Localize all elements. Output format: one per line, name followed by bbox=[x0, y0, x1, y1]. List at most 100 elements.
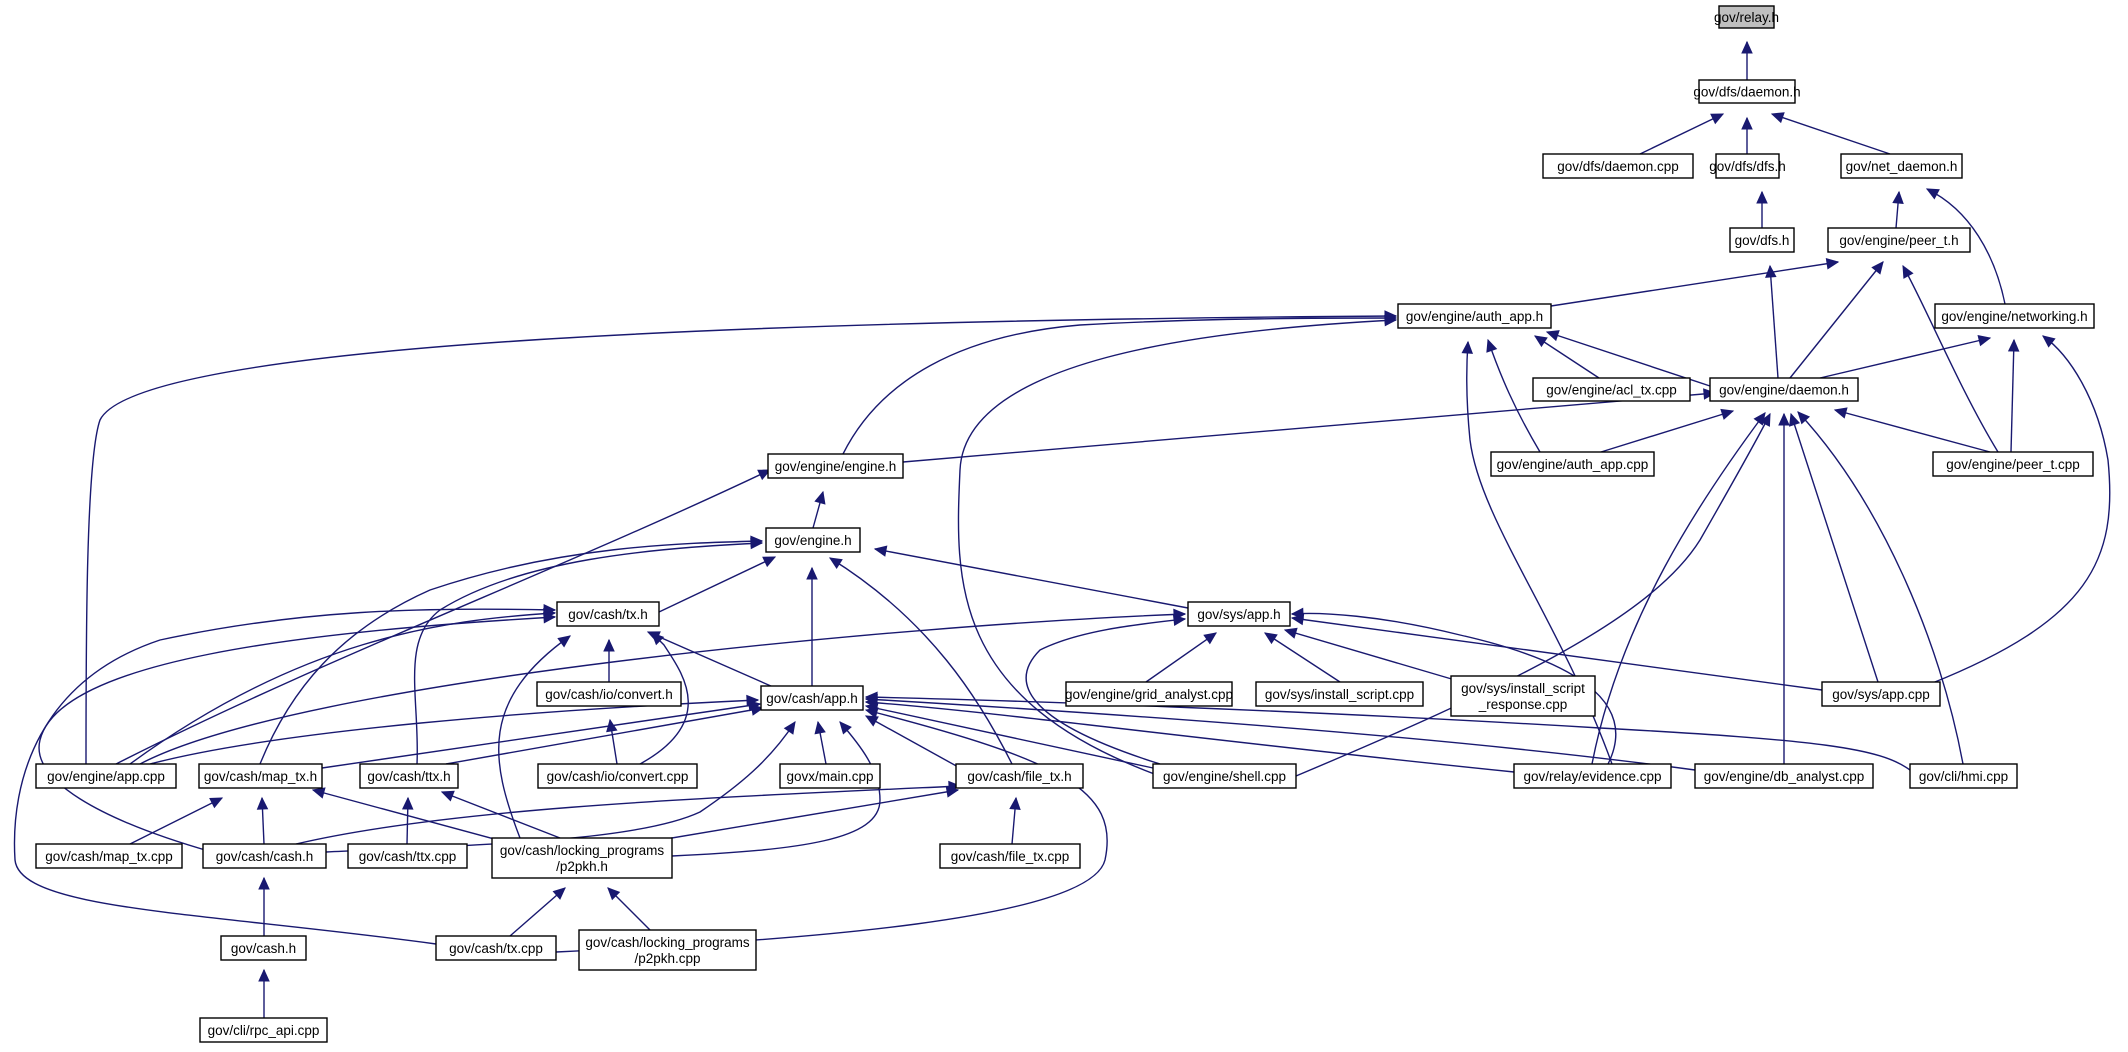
node-box bbox=[1718, 5, 1775, 29]
node-label: gov/dfs/daemon.cpp bbox=[1557, 159, 1679, 174]
edge-dfs_dfs_h-to-dfs_daemon_h bbox=[1741, 116, 1753, 154]
edge-hmi_cpp-to-engine_daemon_h-line bbox=[1797, 411, 1964, 765]
node-box bbox=[220, 935, 307, 961]
node-file-tx-cpp: gov/cash/file_tx.cpp bbox=[939, 843, 1081, 869]
node-net-daemon-h: gov/net_daemon.h bbox=[1840, 153, 1963, 179]
node-label: govx/main.cpp bbox=[786, 769, 873, 784]
edge-grid_analyst_cpp-to-sys_app_h bbox=[1145, 632, 1217, 683]
edge-cash_tx_cpp-to-cash_tx_h bbox=[13, 603, 557, 945]
edge-evidence_cpp-to-cash_app_h-line bbox=[865, 701, 1515, 773]
node-box bbox=[1698, 79, 1796, 104]
edge-p2pkh_h-to-cash_tx_h-arrowhead bbox=[557, 635, 571, 648]
node-label: gov/cash/map_tx.cpp bbox=[45, 849, 173, 864]
node-govx-main-cpp: govx/main.cpp bbox=[779, 763, 881, 789]
edge-install_script_response_cpp-to-sys_app_h-line bbox=[1284, 629, 1456, 681]
node-dfs-h: gov/dfs.h bbox=[1729, 227, 1795, 253]
edge-sys_app_cpp-to-engine_daemon_h-arrowhead bbox=[1789, 412, 1801, 427]
node-box bbox=[767, 453, 904, 479]
edge-install_script_response_cpp-to-sys_app_h-arrowhead bbox=[1283, 627, 1298, 639]
node-label: gov/sys/install_script.cpp bbox=[1265, 687, 1414, 702]
node-label: gov/dfs/dfs.h bbox=[1709, 159, 1786, 174]
edge-evidence_cpp-to-cash_app_h bbox=[864, 697, 1515, 773]
edge-engine_daemon_h-to-auth_app_h bbox=[1545, 330, 1711, 387]
edge-cash_tx_cpp-to-cash_tx_h-arrowhead bbox=[543, 603, 557, 616]
node-label: gov/net_daemon.h bbox=[1846, 159, 1958, 174]
edge-install_script_cpp-to-sys_app_h bbox=[1263, 632, 1341, 683]
node-cash-tx-h: gov/cash/tx.h bbox=[556, 601, 660, 627]
edge-cash_h-to-cash_cash_h bbox=[258, 876, 270, 936]
edge-auth_app_cpp-to-auth_app_h-arrowhead bbox=[1486, 338, 1498, 353]
edge-map_tx_h-to-engine_h bbox=[259, 535, 764, 765]
edge-p2pkh_h-to-map_tx_h-arrowhead bbox=[311, 787, 326, 799]
edge-govx_main_cpp-to-cash_app_h bbox=[814, 720, 827, 765]
edge-file_tx_h-to-engine_h bbox=[828, 557, 1013, 765]
node-label: gov/sys/app.h bbox=[1197, 607, 1280, 622]
node-label: gov/engine/engine.h bbox=[775, 459, 897, 474]
edge-dfs_daemon_cpp-to-dfs_daemon_h-arrowhead bbox=[1710, 113, 1725, 125]
edge-ttx_h-to-engine_h-line bbox=[413, 542, 763, 765]
node-peer-t-cpp: gov/engine/peer_t.cpp bbox=[1932, 451, 2094, 477]
edge-evidence_cpp-to-sys_app_h-arrowhead bbox=[1290, 607, 1304, 620]
edge-auth_app_cpp-to-engine_daemon_h-arrowhead bbox=[1720, 408, 1735, 420]
node-shell-cpp: gov/engine/shell.cpp bbox=[1152, 763, 1297, 789]
edge-file_tx_h-to-cash_app_h-arrowhead bbox=[864, 715, 879, 727]
node-label: gov/engine/acl_tx.cpp bbox=[1546, 383, 1677, 398]
node-box bbox=[202, 843, 327, 869]
edge-rpc_api_cpp-to-cash_h bbox=[258, 968, 270, 1018]
edge-cash_cash_h-to-cash_tx_h-arrowhead bbox=[543, 611, 557, 624]
node-label: gov/sys/install_script bbox=[1461, 681, 1585, 696]
edge-networking_h-to-net_daemon_h-arrowhead bbox=[1925, 188, 1940, 200]
edge-net_daemon_h-to-dfs_daemon_h-arrowhead bbox=[1770, 112, 1785, 124]
edge-file_tx_cpp-to-file_tx_h-arrowhead bbox=[1009, 796, 1021, 810]
edge-p2pkh_h-to-cash_app_h bbox=[671, 721, 881, 857]
edge-map_tx_h-to-engine_h-arrowhead bbox=[750, 535, 764, 548]
edge-acl_tx_cpp-to-auth_app_h-line bbox=[1534, 335, 1600, 379]
node-box bbox=[35, 763, 177, 789]
node-box bbox=[491, 837, 673, 879]
node-p2pkh-cpp: gov/cash/locking_programs/p2pkh.cpp bbox=[578, 929, 757, 971]
edge-cash_tx_cpp-to-cash_app_h bbox=[555, 707, 1108, 953]
edge-engine_app_cpp-to-cash_app_h-line bbox=[149, 699, 759, 765]
node-label: gov/sys/app.cpp bbox=[1832, 687, 1930, 702]
edge-shell_cpp-to-engine_daemon_h bbox=[1295, 412, 1771, 777]
node-label: gov/engine.h bbox=[774, 533, 851, 548]
edge-auth_app_cpp-to-auth_app_h bbox=[1486, 338, 1541, 453]
node-label: gov/cash.h bbox=[231, 941, 296, 956]
edge-io_convert_cpp-to-cash_tx_h-arrowhead bbox=[651, 632, 665, 646]
edge-cash_app_h-to-engine_h-arrowhead bbox=[806, 566, 818, 580]
node-label: gov/cash/file_tx.h bbox=[967, 769, 1071, 784]
edge-shell_cpp-to-sys_app_h bbox=[1025, 614, 1187, 765]
node-label: gov/engine/db_analyst.cpp bbox=[1704, 769, 1865, 784]
edge-dfs_h-to-dfs_dfs_h bbox=[1756, 190, 1768, 228]
node-box bbox=[1397, 303, 1552, 329]
node-box bbox=[1187, 601, 1291, 627]
edge-peer_t_cpp-to-networking_h-line bbox=[2010, 339, 2015, 453]
node-sys-app-cpp: gov/sys/app.cpp bbox=[1821, 681, 1941, 707]
edge-io_convert_cpp-to-cash_tx_h bbox=[639, 632, 689, 765]
node-box bbox=[359, 763, 459, 789]
edge-shell_cpp-to-engine_daemon_h-arrowhead bbox=[1759, 412, 1771, 427]
edge-grid_analyst_cpp-to-sys_app_h-line bbox=[1145, 632, 1217, 683]
edge-evidence_cpp-to-engine_daemon_h-arrowhead bbox=[1753, 412, 1766, 426]
node-box bbox=[198, 763, 323, 789]
edge-cash_cash_h-to-cash_tx_h-line bbox=[38, 616, 556, 853]
node-file-tx-h: gov/cash/file_tx.h bbox=[955, 763, 1084, 789]
node-box bbox=[760, 685, 864, 711]
edge-cash_tx_h-to-engine_h bbox=[658, 556, 777, 613]
edge-p2pkh_h-to-map_tx_h-line bbox=[312, 789, 521, 847]
node-cash-h: gov/cash.h bbox=[220, 935, 307, 961]
node-cash-cash-h: gov/cash/cash.h bbox=[202, 843, 327, 869]
node-p2pkh-h: gov/cash/locking_programs/p2pkh.h bbox=[491, 837, 673, 879]
edge-cash_app_h-to-engine_h bbox=[806, 566, 818, 686]
node-engine-engine-h: gov/engine/engine.h bbox=[767, 453, 904, 479]
edge-networking_h-to-net_daemon_h bbox=[1925, 188, 2006, 305]
node-install-script-response-cpp: gov/sys/install_script_response.cpp bbox=[1450, 675, 1596, 717]
node-label: gov/cash/io/convert.h bbox=[545, 687, 673, 702]
edge-govx_main_cpp-to-cash_app_h-arrowhead bbox=[814, 720, 826, 735]
node-box bbox=[1065, 681, 1233, 707]
graph-nodes: gov/relay.hgov/dfs/daemon.hgov/dfs/daemo… bbox=[35, 5, 2095, 1043]
node-box bbox=[1932, 451, 2094, 477]
edge-sys_app_cpp-to-networking_h bbox=[1929, 335, 2111, 685]
node-box bbox=[1729, 227, 1795, 253]
node-engine-h: gov/engine.h bbox=[765, 527, 861, 553]
